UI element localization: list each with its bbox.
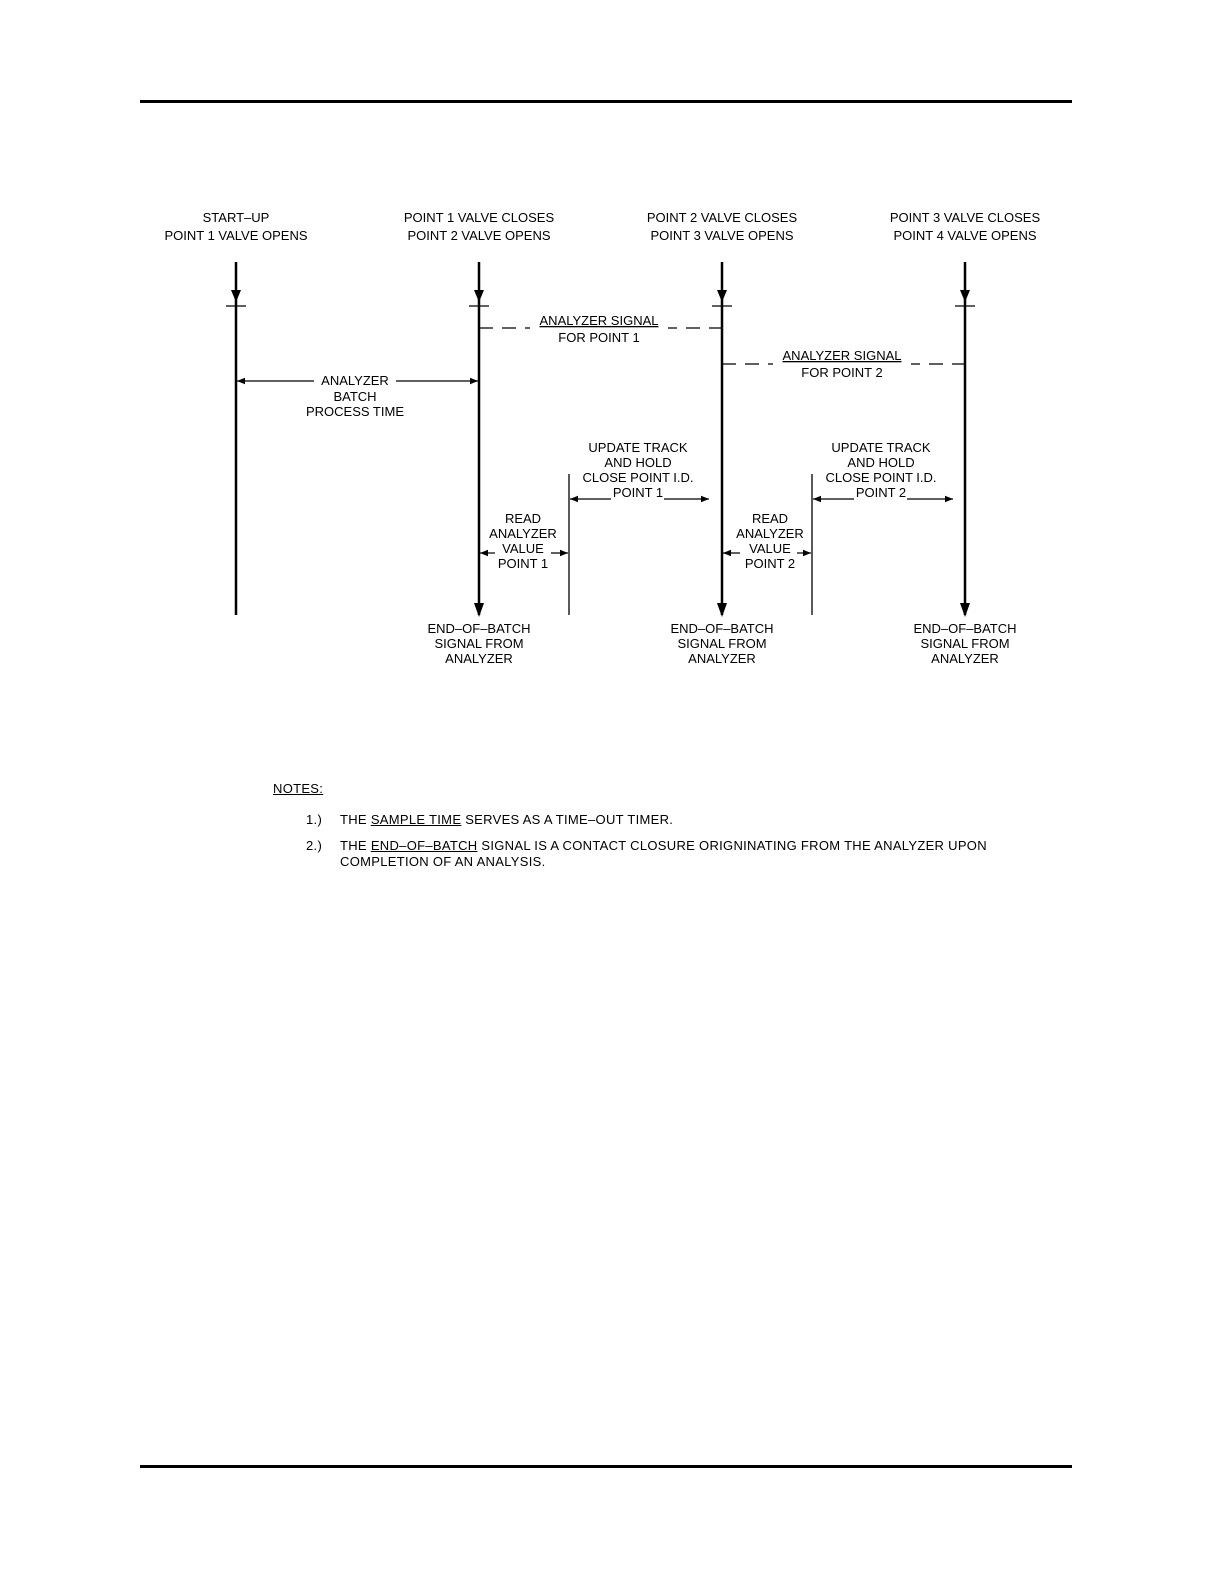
batch-process-time-label: ANALYZER BATCH PROCESS TIME: [306, 373, 404, 419]
analyzer-signal-label-point-2: ANALYZER SIGNAL FOR POINT 2: [773, 348, 911, 380]
down-arrow-icon: [474, 290, 484, 302]
label-line-3: VALUE: [749, 541, 791, 556]
label-line-2: SIGNAL FROM: [434, 636, 523, 651]
note-text-pre: THE: [340, 812, 371, 827]
label-line-2: ANALYZER: [736, 526, 804, 541]
label-line-2: AND HOLD: [604, 455, 671, 470]
update-track-label-point-2: UPDATE TRACK AND HOLD CLOSE POINT I.D. P…: [825, 440, 936, 500]
end-of-batch-arrows: [474, 603, 970, 617]
note-text-post: SERVES AS A TIME–OUT TIMER.: [461, 812, 674, 827]
label-line-3: CLOSE POINT I.D.: [825, 470, 936, 485]
label-line-1: UPDATE TRACK: [588, 440, 688, 455]
label-line-3: CLOSE POINT I.D.: [582, 470, 693, 485]
label-line-2: SIGNAL FROM: [677, 636, 766, 651]
header-line-2: POINT 2 VALVE OPENS: [407, 228, 550, 243]
label-line-1: ANALYZER: [321, 373, 389, 388]
label-line-2: AND HOLD: [847, 455, 914, 470]
label-line-3: ANALYZER: [445, 651, 513, 666]
note-continuation: COMPLETION OF AN ANALYSIS.: [340, 854, 546, 869]
top-rule: [140, 100, 1072, 103]
header-point-2: POINT 2 VALVE CLOSES POINT 3 VALVE OPENS: [647, 210, 798, 243]
down-arrow-icon: [717, 290, 727, 302]
note-term: END–OF–BATCH: [370, 838, 478, 853]
label-line-3: ANALYZER: [931, 651, 999, 666]
note-text-pre: THE: [340, 838, 371, 853]
header-line-2: POINT 3 VALVE OPENS: [650, 228, 793, 243]
label-line-1: ANALYZER SIGNAL: [783, 348, 902, 363]
label-line-1: ANALYZER SIGNAL: [540, 313, 659, 328]
label-line-4: POINT 1: [613, 485, 663, 500]
analyzer-signal-label-point-1: ANALYZER SIGNAL FOR POINT 1: [530, 312, 668, 345]
label-line-1: UPDATE TRACK: [831, 440, 931, 455]
end-of-batch-label-3: END–OF–BATCH SIGNAL FROM ANALYZER: [913, 621, 1016, 666]
note-term: SAMPLE TIME: [370, 812, 462, 827]
label-line-1: READ: [505, 511, 541, 526]
label-line-2: ANALYZER: [489, 526, 557, 541]
down-arrow-icon: [960, 603, 970, 617]
label-line-1: END–OF–BATCH: [427, 621, 530, 636]
note-1: 1.) THE SAMPLE TIME SERVES AS A TIME–OUT …: [306, 812, 673, 827]
down-arrow-icon: [474, 603, 484, 617]
label-line-2: FOR POINT 2: [801, 365, 882, 380]
header-line-2: POINT 1 VALVE OPENS: [164, 228, 307, 243]
header-line-1: POINT 3 VALVE CLOSES: [890, 210, 1041, 225]
header-line-2: POINT 4 VALVE OPENS: [893, 228, 1036, 243]
timing-diagram: START–UP POINT 1 VALVE OPENS POINT 1 VAL…: [164, 210, 1041, 666]
header-point-1: POINT 1 VALVE CLOSES POINT 2 VALVE OPENS: [404, 210, 555, 243]
note-number: 1.): [306, 812, 323, 827]
read-value-label-point-1: READ ANALYZER VALUE POINT 1: [489, 511, 557, 571]
header-point-3: POINT 3 VALVE CLOSES POINT 4 VALVE OPENS: [890, 210, 1041, 243]
end-of-batch-label-2: END–OF–BATCH SIGNAL FROM ANALYZER: [670, 621, 773, 666]
label-line-2: FOR POINT 1: [558, 330, 639, 345]
label-line-4: POINT 1: [498, 556, 548, 571]
label-line-3: ANALYZER: [688, 651, 756, 666]
label-line-2: BATCH: [333, 389, 376, 404]
note-number: 2.): [306, 838, 323, 853]
note-text-post: SIGNAL IS A CONTACT CLOSURE ORIGNINATING…: [477, 838, 987, 853]
end-of-batch-label-1: END–OF–BATCH SIGNAL FROM ANALYZER: [427, 621, 530, 666]
label-line-1: END–OF–BATCH: [670, 621, 773, 636]
note-2: 2.) THE END–OF–BATCH SIGNAL IS A CONTACT …: [306, 838, 1026, 869]
notes-heading: NOTES:: [273, 781, 324, 796]
down-arrow-icon: [717, 603, 727, 617]
header-startup: START–UP POINT 1 VALVE OPENS: [164, 210, 307, 243]
bottom-rule: [140, 1465, 1072, 1468]
read-value-label-point-2: READ ANALYZER VALUE POINT 2: [736, 511, 804, 571]
label-line-3: PROCESS TIME: [306, 404, 404, 419]
header-line-1: POINT 2 VALVE CLOSES: [647, 210, 798, 225]
label-line-4: POINT 2: [745, 556, 795, 571]
label-line-2: SIGNAL FROM: [920, 636, 1009, 651]
header-line-1: START–UP: [203, 210, 270, 225]
header-line-1: POINT 1 VALVE CLOSES: [404, 210, 555, 225]
update-track-label-point-1: UPDATE TRACK AND HOLD CLOSE POINT I.D. P…: [582, 440, 693, 500]
label-line-4: POINT 2: [856, 485, 906, 500]
label-line-1: END–OF–BATCH: [913, 621, 1016, 636]
label-line-1: READ: [752, 511, 788, 526]
down-arrow-icon: [231, 290, 241, 302]
down-arrow-icon: [960, 290, 970, 302]
label-line-3: VALUE: [502, 541, 544, 556]
valve-event-arrows: [231, 290, 970, 302]
